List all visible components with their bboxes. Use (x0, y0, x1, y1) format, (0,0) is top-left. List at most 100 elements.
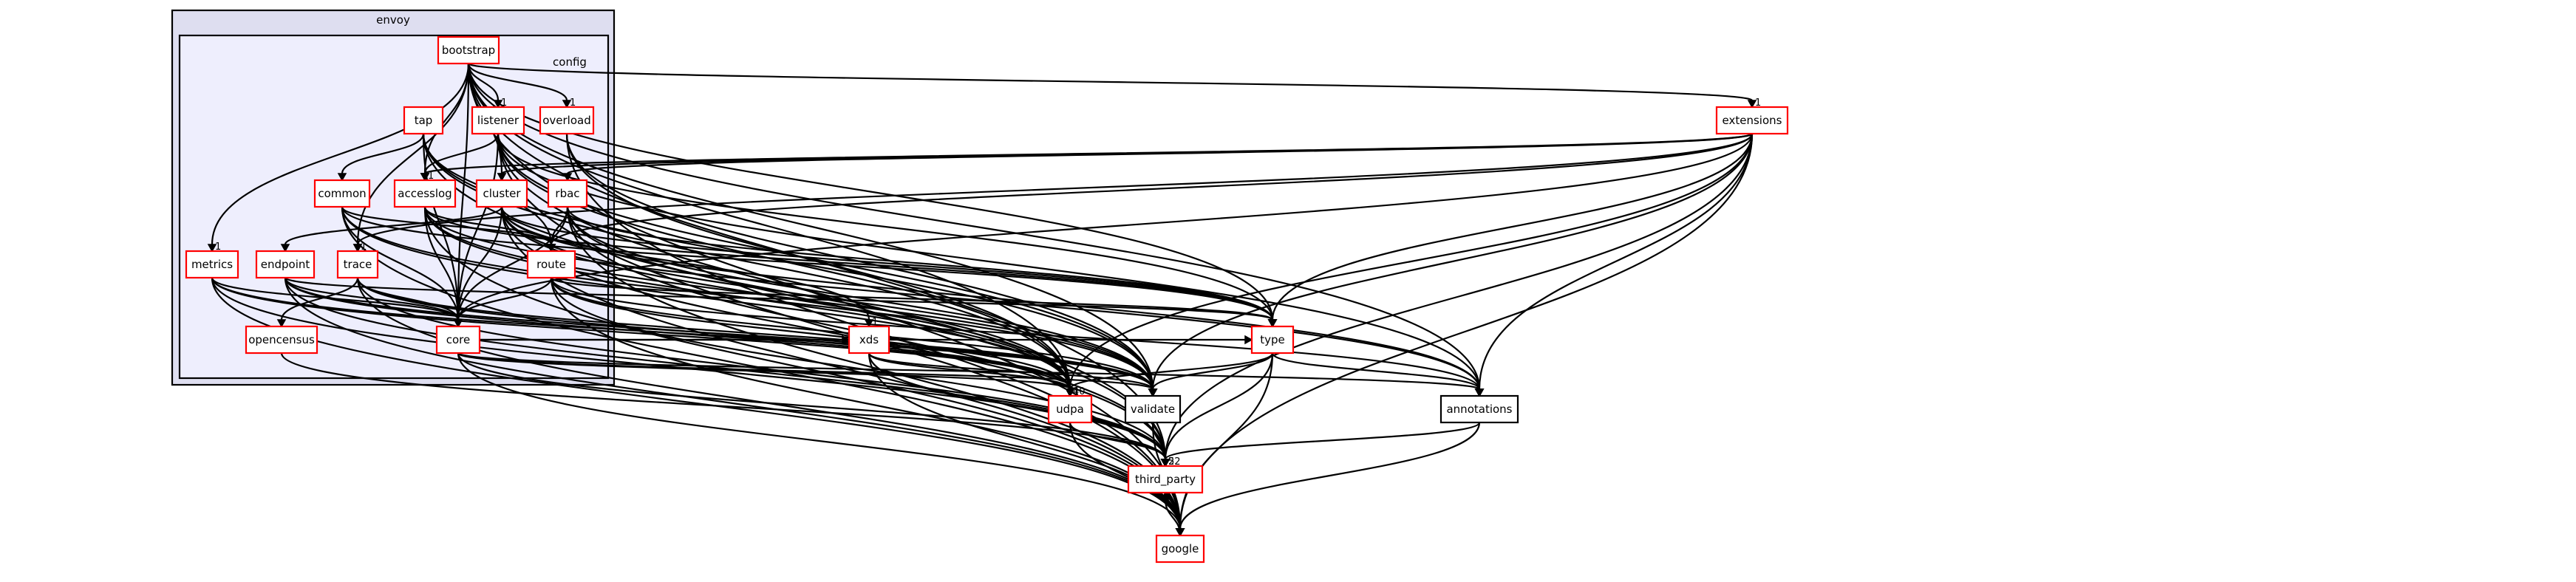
node-group: bootstrap tap listener overload common access… (185, 35, 1789, 564)
node-box[interactable] (471, 106, 525, 135)
edge-arrowhead (352, 244, 363, 253)
node-third-party[interactable]: third_party (1127, 465, 1204, 494)
edge-arrowhead (1244, 335, 1253, 345)
edge-line (280, 352, 1167, 460)
node-route[interactable]: route (526, 250, 576, 279)
edge-extensions-to-cluster (497, 132, 1754, 182)
node-label: type (1260, 333, 1285, 346)
node-box[interactable] (255, 250, 316, 279)
node-box[interactable] (185, 250, 239, 279)
node-box[interactable] (547, 179, 588, 208)
edge-line (467, 63, 568, 101)
edge-line (467, 62, 1754, 102)
edge-type-to-annotations (1271, 352, 1485, 397)
edge-count-label: 1 (872, 317, 878, 328)
edge-count-label: 1 (501, 97, 507, 109)
edge-line (457, 206, 569, 321)
edge-line (497, 133, 1182, 530)
edge-trace-to-opencensus (276, 277, 359, 328)
node-metrics[interactable]: metrics (185, 250, 239, 279)
node-label: xds (859, 333, 879, 346)
edge-bootstrap-to-metrics: 1 (207, 63, 470, 253)
node-box[interactable] (393, 179, 457, 208)
node-box[interactable] (313, 179, 371, 208)
node-label: opencensus (248, 333, 315, 346)
node-box[interactable] (1124, 394, 1182, 424)
edge-count-label: 1 (428, 171, 434, 182)
cluster-envoy-label: envoy (376, 13, 410, 27)
edge-arrowhead (420, 173, 430, 182)
node-type[interactable]: type (1250, 325, 1295, 355)
edge-line (341, 206, 460, 321)
node-box[interactable] (245, 325, 318, 355)
node-accesslog[interactable]: accesslog (393, 179, 457, 208)
edge-count-label: 1 (570, 97, 576, 109)
node-rbac[interactable]: rbac (547, 179, 588, 208)
node-opencensus[interactable]: opencensus (245, 325, 318, 355)
node-xds[interactable]: xds (848, 325, 890, 355)
node-endpoint[interactable]: endpoint (255, 250, 316, 279)
node-box[interactable] (1250, 325, 1295, 355)
edge-extensions-to-type (1267, 133, 1754, 328)
edge-line (284, 276, 1274, 321)
edge-count-label: 4 (1073, 386, 1079, 397)
edge-line (1179, 422, 1481, 530)
node-core[interactable]: core (435, 325, 481, 355)
edge-line (500, 206, 1481, 390)
edge-arrowhead (842, 335, 851, 345)
edge-arrowhead (546, 244, 556, 253)
edge-line (356, 277, 1167, 460)
node-bootstrap[interactable]: bootstrap (437, 35, 500, 65)
edge-line (423, 206, 1274, 321)
node-box[interactable] (437, 35, 500, 65)
node-box[interactable] (1127, 465, 1204, 494)
edge-tap-to-common (337, 133, 425, 182)
node-box[interactable] (526, 250, 576, 279)
node-google[interactable]: google (1155, 534, 1205, 564)
node-box[interactable] (1155, 534, 1205, 564)
node-validate[interactable]: validate (1124, 394, 1182, 424)
node-cluster[interactable]: cluster (475, 179, 528, 208)
edge-line (341, 133, 425, 174)
edge-line (423, 63, 470, 174)
node-label: rbac (555, 187, 579, 200)
node-tap[interactable]: tap (403, 106, 444, 135)
node-box[interactable] (336, 250, 379, 279)
edge-count-label: 1 (361, 242, 367, 253)
node-overload[interactable]: overload (539, 106, 595, 135)
node-box[interactable] (1439, 394, 1519, 424)
edge-line (356, 277, 1071, 390)
node-box[interactable] (1715, 106, 1789, 135)
node-extensions[interactable]: extensions (1715, 106, 1789, 135)
node-annotations[interactable]: annotations (1439, 394, 1519, 424)
node-box[interactable] (475, 179, 528, 208)
edge-extensions-to-accesslog (420, 132, 1754, 182)
edge-line (868, 352, 1154, 390)
edge-arrowhead (1160, 459, 1171, 468)
edge-arrowhead (562, 100, 572, 109)
node-label: cluster (483, 187, 521, 200)
edge-extensions-to-rbac (562, 132, 1754, 182)
node-listener[interactable]: listener (471, 106, 525, 135)
edge-line (550, 133, 1754, 245)
edge-line (1271, 133, 1754, 321)
edge-extensions-to-route (546, 133, 1754, 253)
edge-line (550, 277, 1481, 390)
node-udpa[interactable]: udpa (1047, 394, 1093, 424)
node-box[interactable] (435, 325, 481, 355)
edge-line (868, 352, 1167, 460)
node-box[interactable] (539, 106, 595, 135)
node-common[interactable]: common (313, 179, 371, 208)
node-trace[interactable]: trace (336, 250, 379, 279)
edge-line (1271, 352, 1481, 390)
node-box[interactable] (848, 325, 890, 355)
node-box[interactable] (1047, 394, 1093, 424)
node-box[interactable] (403, 106, 444, 135)
edge-extensions-to-core (453, 133, 1754, 328)
node-label: common (318, 187, 366, 200)
edge-arrowhead (562, 173, 573, 182)
edge-line (868, 352, 1071, 390)
edge-line (423, 206, 1481, 390)
edge-cluster-to-endpoint (280, 206, 503, 253)
edge-line (211, 63, 470, 245)
